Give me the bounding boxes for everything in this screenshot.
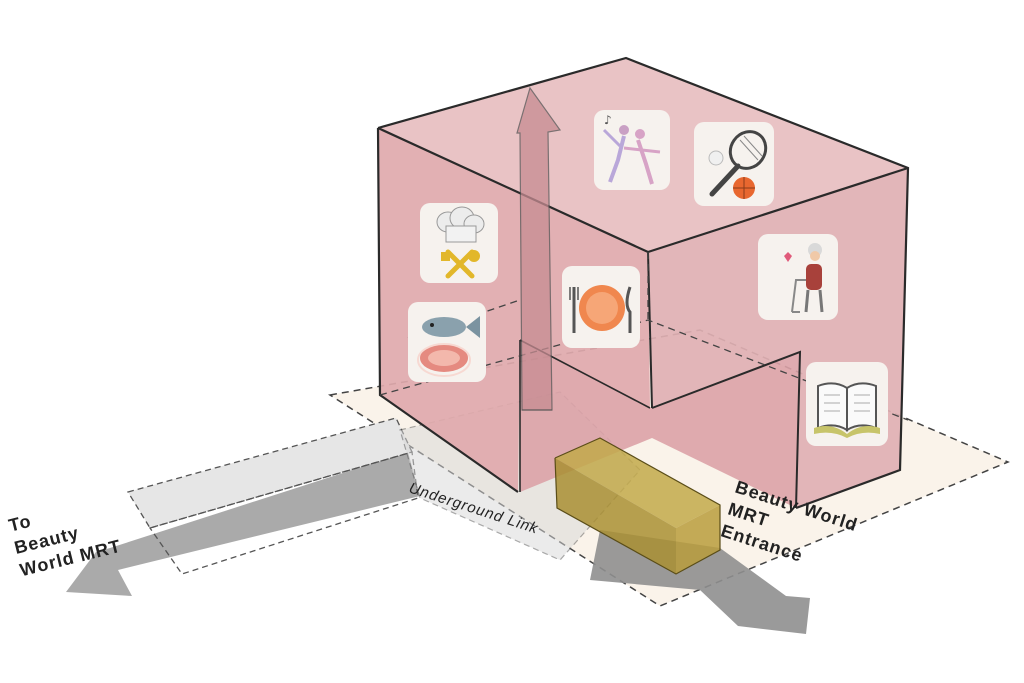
mrt-entrance-box [554,437,721,575]
sports-icon [694,122,774,206]
book-icon [806,362,888,446]
chef-hat-icon [420,203,498,283]
elderly-care-icon [758,234,838,320]
vertical-circulation-arrow [516,86,562,411]
fish-meat-icon [408,302,486,382]
svg-text:♪: ♪ [604,113,612,127]
dining-plate-icon [562,266,640,348]
to-mrt-line-1: To [7,511,34,536]
to-mrt-arrow [66,417,420,596]
dance-icon: ♪ [594,110,670,190]
